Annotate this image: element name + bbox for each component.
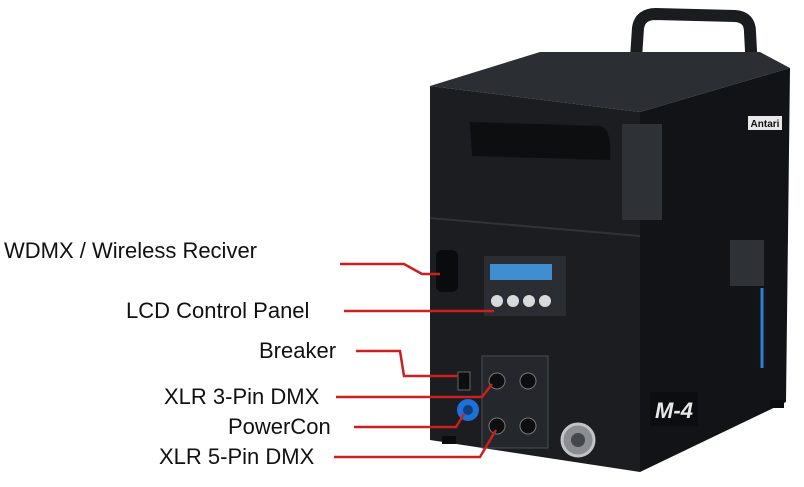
callout-xlr-5pin-dmx: XLR 5-Pin DMX	[159, 444, 315, 469]
foot-left	[442, 436, 456, 444]
brand-logo-text: Antari	[751, 119, 780, 130]
side-face	[640, 68, 790, 472]
callout-xlr-3pin-dmx: XLR 3-Pin DMX	[164, 384, 320, 409]
xlr-3pin-out	[519, 372, 537, 390]
leader-line-wdmx	[340, 262, 440, 276]
leader-line-breaker	[356, 349, 458, 378]
brand-logo-plate	[748, 116, 782, 130]
lcd-screen	[490, 264, 552, 280]
leader-line-xlr3	[336, 383, 493, 399]
callout-lcd-control-panel: LCD Control Panel	[126, 298, 310, 323]
lcd-button-3	[523, 295, 535, 307]
leader-line-xlr5	[334, 429, 498, 459]
breaker-switch	[457, 371, 471, 391]
lcd-button-1	[491, 295, 503, 307]
side-label-sticker-2	[730, 240, 764, 286]
callout-powercon: PowerCon	[228, 414, 331, 439]
xlr-5pin-out	[519, 417, 537, 435]
xlr-5pin-in	[488, 417, 506, 435]
lcd-button-4	[539, 295, 551, 307]
callout-wdmx-receiver: WDMX / Wireless Reciver	[4, 238, 258, 263]
powercon-socket-inner	[463, 405, 473, 415]
top-handle	[630, 7, 758, 76]
leader-line-powercon	[354, 413, 466, 429]
foot-right	[770, 400, 784, 408]
nozzle-fitting-inner	[571, 433, 585, 447]
side-handle	[470, 122, 611, 160]
panel-divider	[429, 217, 641, 237]
model-badge-plate	[650, 392, 698, 426]
lcd-button-2	[507, 295, 519, 307]
callout-breaker: Breaker	[259, 338, 337, 363]
top-face	[430, 52, 790, 112]
xlr-3pin-in	[488, 372, 506, 390]
side-label-sticker	[622, 124, 662, 220]
model-badge-text: M-4	[655, 398, 693, 423]
connector-panel	[481, 355, 549, 449]
wdmx-antenna	[436, 250, 458, 292]
